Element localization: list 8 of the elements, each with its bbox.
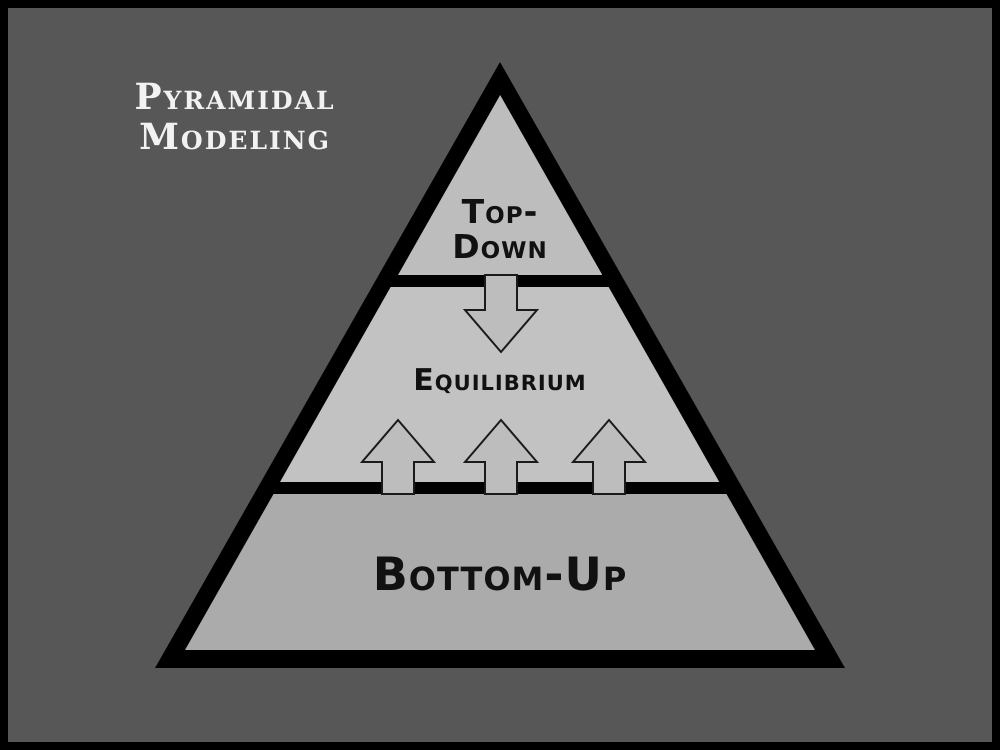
block-arrow: [570, 418, 648, 495]
band-label: Top-Down: [451, 195, 549, 264]
block-arrow: [360, 418, 436, 495]
band-label: Bottom-Up: [372, 550, 628, 598]
block-arrow: [462, 418, 540, 495]
band-label: Equilibrium: [412, 365, 588, 396]
title: Pyramidal Modeling: [133, 78, 337, 158]
block-arrow: [462, 274, 540, 354]
